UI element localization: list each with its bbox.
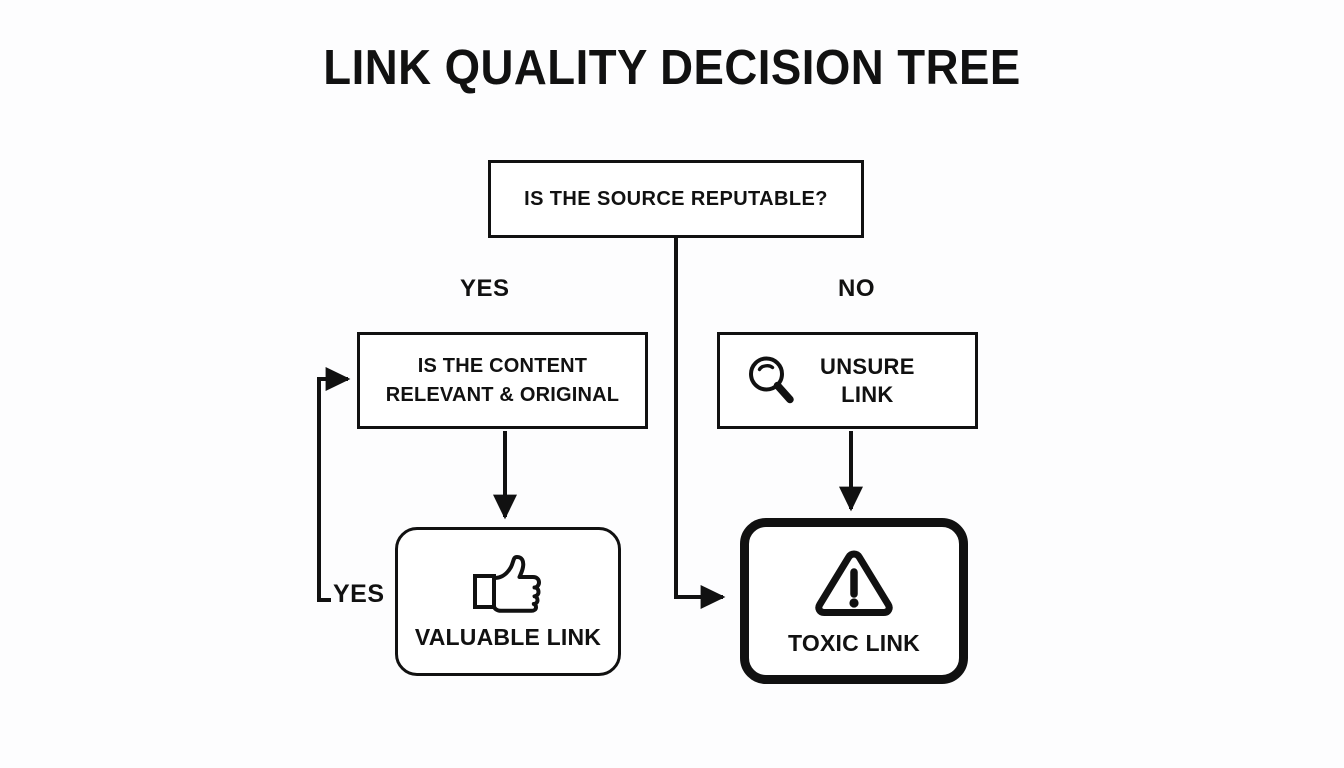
- edge-root-center: [674, 238, 726, 609]
- node-unsure-label-group: UNSURE LINK: [820, 353, 915, 408]
- node-content-label-group: IS THE CONTENT RELEVANT & ORIGINAL: [360, 352, 645, 410]
- node-unsure-link[interactable]: UNSURE LINK: [717, 332, 978, 429]
- node-content-label-line-1: IS THE CONTENT: [417, 354, 588, 377]
- edge-label-no-top: NO: [838, 275, 875, 302]
- node-content-label-line-2: RELEVANT & ORIGINAL: [385, 383, 620, 406]
- node-is-content-relevant-original[interactable]: IS THE CONTENT RELEVANT & ORIGINAL: [357, 332, 648, 429]
- warning-triangle-icon: [812, 546, 896, 620]
- node-unsure-label-line-2: LINK: [841, 381, 894, 407]
- node-valuable-label: VALUABLE LINK: [414, 624, 602, 650]
- thumbs-up-icon: [469, 552, 547, 614]
- node-toxic-label: TOXIC LINK: [788, 629, 920, 656]
- magnifier-icon: [746, 353, 798, 409]
- edge-valuable-loop: [317, 366, 351, 602]
- edge-label-yes-loop: YES: [333, 580, 385, 608]
- node-toxic-link[interactable]: TOXIC LINK: [740, 518, 968, 684]
- node-is-source-reputable[interactable]: IS THE SOURCE REPUTABLE?: [488, 160, 864, 238]
- node-valuable-link[interactable]: VALUABLE LINK: [395, 527, 621, 676]
- node-root-label: IS THE SOURCE REPUTABLE?: [524, 187, 828, 210]
- node-unsure-label-line-1: UNSURE: [820, 354, 915, 379]
- edge-label-yes-top: YES: [460, 275, 510, 302]
- page-title: LINK QUALITY DECISION TREE: [323, 41, 1021, 95]
